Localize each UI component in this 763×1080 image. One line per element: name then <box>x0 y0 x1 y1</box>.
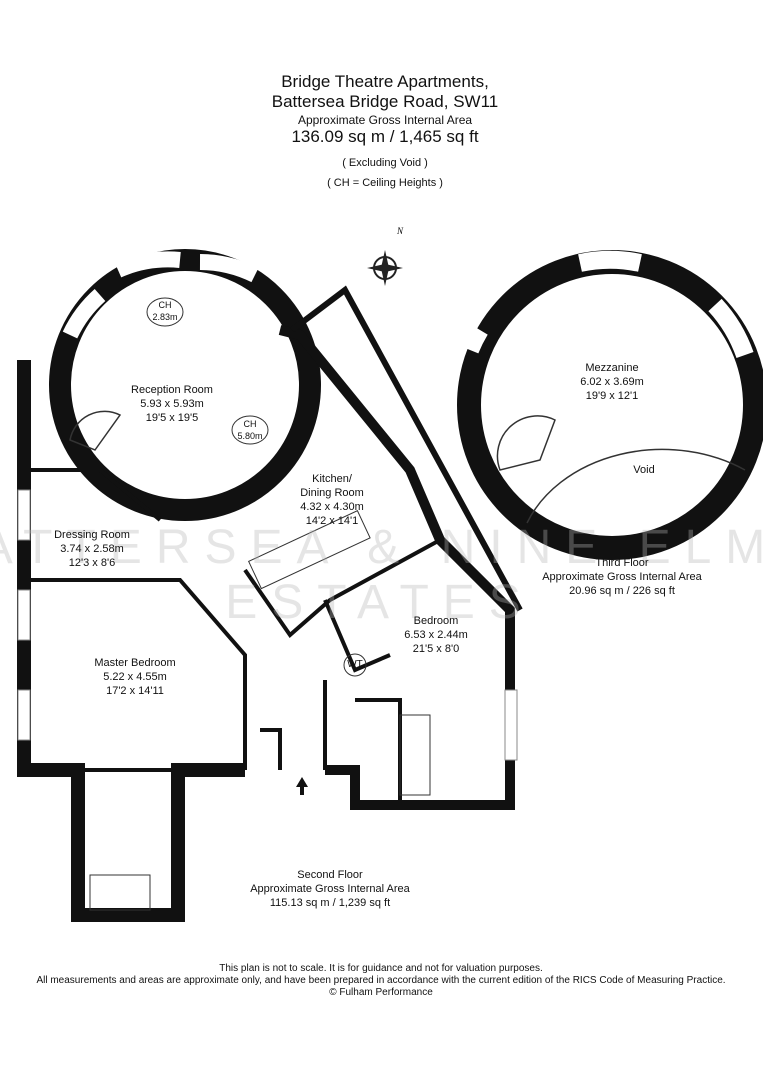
watermark: BATTERSEA & NINE ELMS <box>0 521 763 574</box>
compass-icon: N <box>367 226 404 286</box>
compass-label: N <box>396 226 404 236</box>
mezzanine-wall <box>457 250 763 560</box>
ch-marker <box>146 297 184 327</box>
kitchen-counter <box>247 510 371 590</box>
void-edge <box>526 448 746 524</box>
ch-marker <box>231 415 269 445</box>
bathtub <box>399 714 431 796</box>
shower <box>89 874 151 911</box>
windows <box>17 489 518 761</box>
footer-line3: © Fulham Performance <box>329 987 433 998</box>
area-label: Approximate Gross Internal Area <box>297 113 473 127</box>
note-ch: ( CH = Ceiling Heights ) <box>327 177 443 189</box>
title-line1: Bridge Theatre Apartments, <box>281 72 489 91</box>
second-floor-walls <box>17 285 523 922</box>
wt-circle <box>343 653 367 677</box>
wt-label: WT <box>347 659 363 670</box>
footer-line2: All measurements and areas are approxima… <box>36 975 726 986</box>
note-void: ( Excluding Void ) <box>342 157 428 169</box>
title-line2: Battersea Bridge Road, SW11 <box>271 92 499 111</box>
void-label: Void <box>633 464 655 476</box>
entrance-arrow-icon <box>296 777 308 795</box>
reception-wall <box>49 249 321 521</box>
total-area: 136.09 sq m / 1,465 sq ft <box>291 127 479 146</box>
watermark: ESTATES <box>225 576 535 629</box>
footer-line1: This plan is not to scale. It is for gui… <box>219 963 543 974</box>
spiral-staircase <box>69 410 556 471</box>
